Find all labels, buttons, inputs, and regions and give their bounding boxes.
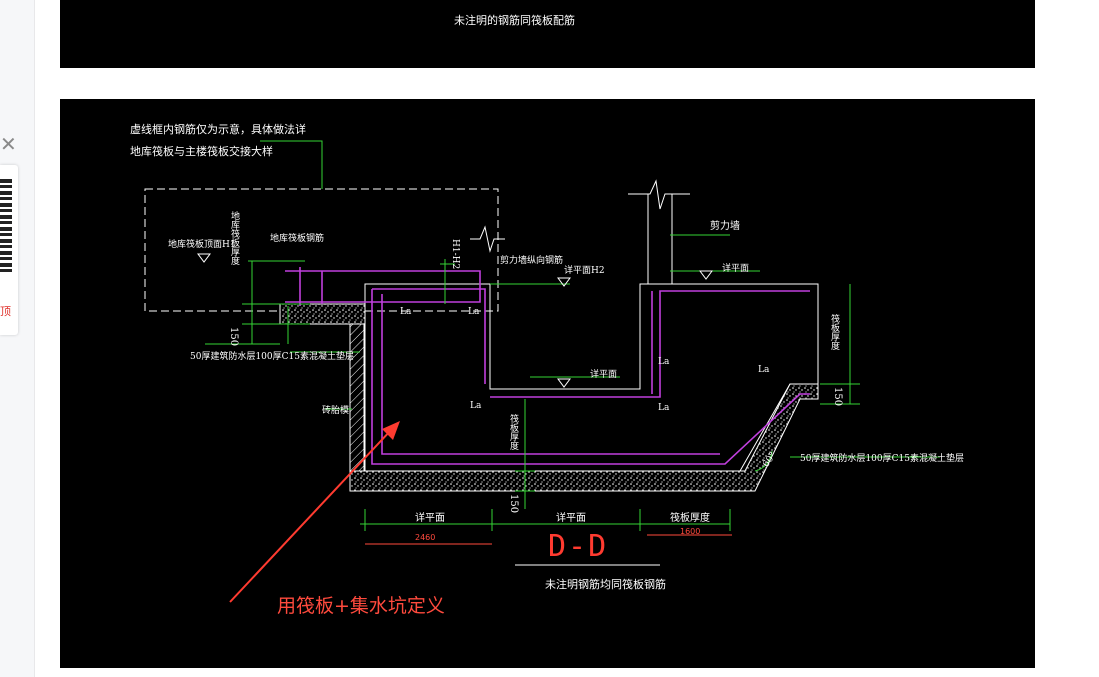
label-brick-mold: 砖胎模 [322,406,350,416]
annotation-arrow [229,428,393,603]
angle-arc [754,450,773,472]
label-150-bottom: 150 [508,494,519,514]
note-line-1: 虚线框内钢筋仅为示意，具体做法详 [130,123,306,136]
label-see-plan-right: 详平面 [722,264,750,274]
label-150-right: 150 [832,387,843,407]
note-leader [260,140,323,189]
rebar-lines [285,267,810,465]
label-la-5: La [658,403,670,413]
cad-section-drawing: 虚线框内钢筋仅为示意，具体做法详 地库筏板与主楼筏板交接大样 地库筏板顶面H1 … [60,99,1035,668]
brick-mold [349,323,365,475]
dim-label-3: 筏板厚度 [670,513,710,524]
red-dimension-lines [365,534,732,545]
drawing-canvas [144,140,940,603]
shear-wall-lines [470,179,690,284]
label-raft-thickness-center: 筏板厚度 [508,414,518,450]
basement-slab-cushion [279,303,366,325]
close-icon[interactable]: ✕ [0,132,17,156]
label-la-1: La [400,307,412,317]
label-la-4: La [658,357,670,367]
dim-label-1: 详平面 [415,513,445,524]
dimension-lines [205,234,940,531]
label-basement-slab-thickness: 地库筏板厚度 [229,211,239,265]
level-marks [197,253,713,388]
dim-label-2: 详平面 [556,513,586,524]
top-caption: 未注明的钢筋同筏板配筋 [454,14,575,27]
label-raft-thickness-right: 筏板厚度 [829,314,839,350]
label-shear-wall: 剪力墙 [710,221,740,232]
label-waterproof-right: 50厚建筑防水层100厚C15素混凝土垫层 [800,454,964,464]
qr-panel-label: 顶 [0,305,11,318]
cad-image-top: 未注明的钢筋同筏板配筋 [60,0,1035,68]
side-toolbar: ✕ 顶 [0,0,35,677]
label-basement-slab-rebar: 地库筏板钢筋 [270,234,325,244]
label-la-3: La [470,401,482,411]
pit-cushion [349,383,819,492]
label-150-left: 150 [228,327,239,347]
label-h1-h2: H1-H2 [450,239,460,270]
label-waterproof-left: 50厚建筑防水层100厚C15素混凝土垫层 [190,352,354,362]
qr-code-panel[interactable]: 顶 [0,165,18,335]
section-id: D-D [548,529,609,564]
note-line-2: 地库筏板与主楼筏板交接大样 [130,145,273,158]
label-see-plan-center: 详平面 [590,370,618,380]
bottom-caption: 未注明钢筋均同筏板钢筋 [545,578,666,591]
annotation-note: 用筏板+集水坑定义 [277,595,445,617]
label-slab-top-h2: 详平面H2 [564,266,605,276]
label-la-6: La [758,365,770,375]
label-basement-slab-top: 地库筏板顶面H1 [168,240,236,250]
qr-code-icon [0,179,12,275]
label-shear-wall-rebar: 剪力墙纵向钢筋 [500,256,564,266]
dim-value-1: 2460 [415,533,436,542]
label-la-2: La [468,307,480,317]
annotation-arrowhead [382,421,400,440]
dim-value-2: 1600 [680,527,701,536]
